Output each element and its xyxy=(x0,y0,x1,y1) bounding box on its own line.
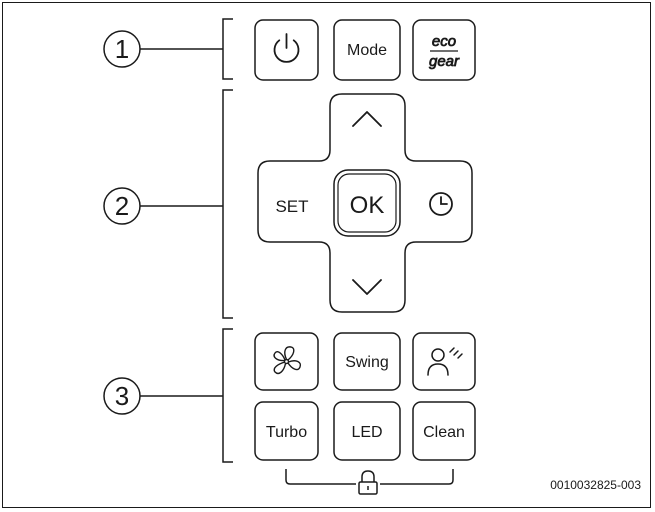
eco-gear-button[interactable]: eco gear xyxy=(412,19,476,81)
figure-code: 0010032825-003 xyxy=(550,478,641,492)
set-label: SET xyxy=(275,197,308,216)
callout-1-number: 1 xyxy=(115,34,129,64)
eco-gear-logo: eco gear xyxy=(429,33,461,71)
lock-combination-bracket xyxy=(285,469,454,485)
figure-frame xyxy=(2,2,651,508)
ok-button[interactable]: OK xyxy=(333,169,401,237)
mode-label: Mode xyxy=(347,42,387,59)
eco-gear-top-text: eco xyxy=(432,33,456,50)
fan-icon xyxy=(273,346,302,375)
led-label: LED xyxy=(351,424,382,441)
chevron-down-icon xyxy=(352,279,382,295)
clean-label: Clean xyxy=(423,424,465,441)
led-button[interactable]: LED xyxy=(333,401,401,461)
turbo-label: Turbo xyxy=(266,424,307,441)
callout-1-circle xyxy=(103,30,141,68)
group-2-bracket xyxy=(222,89,233,319)
swing-button[interactable]: Swing xyxy=(333,332,401,391)
group-1-bracket xyxy=(222,18,233,80)
clean-button[interactable]: Clean xyxy=(412,401,476,461)
callout-3-circle xyxy=(103,377,141,415)
swing-label: Swing xyxy=(345,354,389,371)
power-button[interactable] xyxy=(254,19,319,81)
up-button[interactable] xyxy=(340,100,394,140)
timer-button[interactable] xyxy=(420,182,464,226)
ok-label: OK xyxy=(350,192,385,219)
chevron-up-icon xyxy=(352,111,382,127)
callout-2-circle xyxy=(103,187,141,225)
turbo-button[interactable]: Turbo xyxy=(254,401,319,461)
eco-gear-bottom-text: gear xyxy=(429,53,460,70)
power-icon xyxy=(273,33,300,63)
clock-icon xyxy=(429,192,453,216)
callout-3-number: 3 xyxy=(115,381,129,411)
lock-icon xyxy=(358,470,378,495)
mode-button[interactable]: Mode xyxy=(333,19,401,81)
follow-me-button[interactable] xyxy=(412,332,476,391)
callout-2-number: 2 xyxy=(115,191,129,221)
set-button[interactable]: SET xyxy=(262,182,322,226)
down-button[interactable] xyxy=(340,268,394,308)
person-signal-icon xyxy=(427,347,463,376)
fan-button[interactable] xyxy=(254,332,319,391)
group-3-bracket xyxy=(222,328,233,463)
